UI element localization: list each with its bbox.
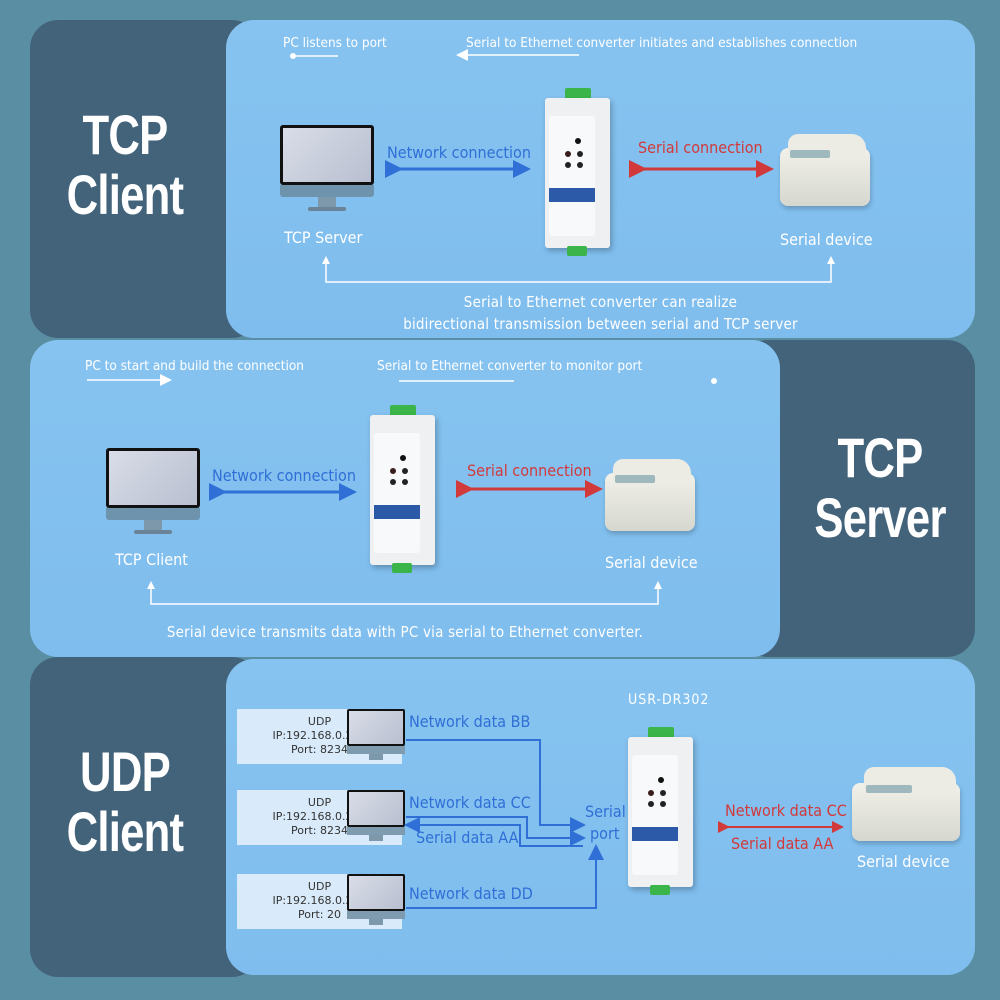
udp-port: Port: 8234 [290, 743, 348, 756]
udp-proto: UDP [307, 715, 332, 728]
serial-connection-label: Serial connection [638, 138, 763, 157]
caption: Serial device transmits data with PC via… [166, 623, 644, 641]
pc-label: TCP Server [284, 228, 363, 247]
caption-line1: Serial to Ethernet converter can realize [463, 293, 738, 311]
top-note-left: PC to start and build the connection [85, 358, 304, 374]
udp-ip: IP:192.168.0.200 [272, 729, 367, 742]
top-note-right: Serial to Ethernet converter initiates a… [466, 35, 858, 51]
udp-proto: UDP [307, 880, 332, 893]
flow-label-bb: Network data BB [409, 712, 531, 731]
link-label-serial-aa: Serial data AA [731, 834, 834, 853]
bidirectional-bracket [325, 258, 832, 283]
note-line-left [290, 53, 338, 59]
serial-device-printer-image [852, 765, 962, 845]
monitor-icon [347, 709, 405, 764]
monitor-icon [347, 874, 405, 929]
mode-title-line2: Client [66, 800, 184, 863]
serial-port-label-line1: Serial [585, 802, 626, 821]
udp-port: Port: 20 [297, 908, 341, 921]
mode-title-line1: UDP [80, 740, 171, 803]
pc-label: TCP Client [115, 550, 188, 569]
udp-port: Port: 8234 [290, 824, 348, 837]
serial-device-label: Serial device [857, 852, 950, 871]
flow-label-cc: Network data CC [409, 793, 531, 812]
serial-device-printer-image [605, 455, 695, 535]
network-connection-label: Network connection [387, 143, 531, 162]
serial-port-label-line2: port [590, 824, 620, 843]
mode-title-tcp-client: TCP Client [59, 105, 192, 225]
return-label-aa: Serial data AA [416, 828, 519, 847]
udp-ip: IP:192.168.0.201 [272, 810, 367, 823]
converter-model-label: USR-DR302 [628, 692, 710, 708]
mode-title-udp-client: UDP Client [59, 742, 192, 862]
mode-title-tcp-server: TCP Server [810, 428, 950, 548]
flow-line-cc [406, 816, 586, 846]
serial-ethernet-converter-image [370, 405, 435, 575]
panel-udp-client-label-bg [30, 657, 260, 977]
serial-device-label: Serial device [605, 553, 698, 572]
note-line-right [399, 378, 717, 384]
serial-device-printer-image [780, 130, 870, 210]
udp-ip: IP:192.168.0.201 [272, 894, 367, 907]
network-connection-label: Network connection [212, 466, 356, 485]
mode-title-line2: Client [66, 163, 184, 226]
transmission-bracket [150, 583, 659, 605]
panel-tcp-client-label-bg [30, 20, 260, 338]
flow-line-dd [406, 844, 604, 909]
monitor-icon [347, 790, 405, 845]
serial-device-label: Serial device [780, 230, 873, 249]
monitor-icon [106, 448, 200, 538]
top-note-right: Serial to Ethernet converter to monitor … [377, 358, 643, 374]
udp-proto: UDP [307, 796, 332, 809]
serial-ethernet-converter-image [545, 88, 610, 258]
serial-ethernet-converter-image [628, 727, 693, 897]
monitor-icon [280, 125, 374, 215]
mode-title-line1: TCP [837, 426, 923, 489]
mode-title-line2: Server [814, 486, 946, 549]
return-line-aa [404, 817, 583, 847]
caption-line2: bidirectional transmission between seria… [403, 315, 798, 333]
flow-label-dd: Network data DD [409, 884, 533, 903]
mode-title-line1: TCP [82, 103, 168, 166]
top-note-left: PC listens to port [283, 35, 387, 51]
serial-connection-label: Serial connection [467, 461, 592, 480]
link-label-network-cc: Network data CC [725, 801, 847, 820]
flow-line-bb [406, 739, 586, 833]
